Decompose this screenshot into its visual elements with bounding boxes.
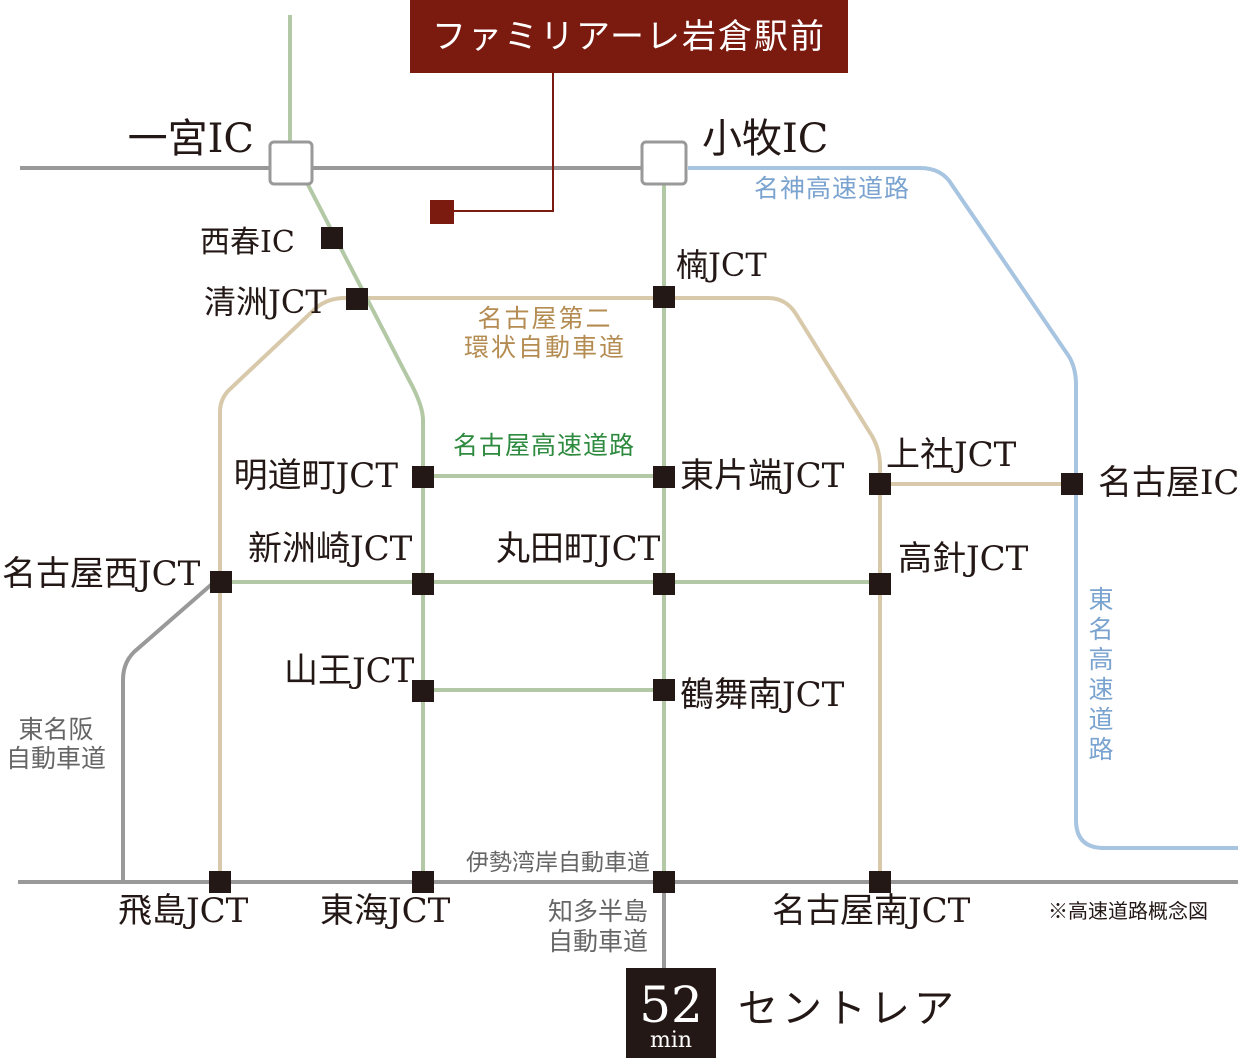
tomei-label-char-2: 名 <box>1088 615 1113 644</box>
kiyosu-jct-marker <box>346 288 368 310</box>
shinsuzaki-jct-marker <box>412 573 434 595</box>
nagoya-ic-marker <box>1061 473 1083 495</box>
property-title-box <box>410 0 848 73</box>
kamiyashiro-jct-marker <box>869 473 891 495</box>
marutamachi-jct-label: 丸田町JCT <box>496 529 661 569</box>
tobishima-jct-marker <box>209 871 231 893</box>
kiyosu-jct-label: 清洲JCT <box>204 283 327 321</box>
sanno-jct-marker <box>412 680 434 702</box>
komaki-ic-label: 小牧IC <box>702 116 828 162</box>
isewangan-chita-jct-marker <box>653 871 675 893</box>
tomei-label-char-1: 東 <box>1088 585 1113 614</box>
nagoya-second-ring-label-1: 名古屋第二 <box>477 304 612 333</box>
takabari-jct-label: 高針JCT <box>898 539 1029 579</box>
higashi-meihan-label-2: 自動車道 <box>6 744 106 773</box>
komaki-ic-marker <box>640 140 688 186</box>
isewangan-label: 伊勢湾岸自動車道 <box>466 850 650 876</box>
higashikatahata-jct-marker <box>653 466 675 488</box>
tokai-jct-label: 東海JCT <box>320 891 451 931</box>
nishiharu-ic-marker <box>321 227 343 249</box>
meidocho-jct-label: 明道町JCT <box>234 456 399 496</box>
property-title: ファミリアーレ岩倉駅前 <box>432 17 826 57</box>
ichinomiya-ic-label: 一宮IC <box>128 116 254 162</box>
nagoya-nishi-jct-label: 名古屋西JCT <box>2 554 201 594</box>
nagoya-expressway-west-line <box>288 15 425 882</box>
map-note: ※高速道路概念図 <box>1048 899 1208 923</box>
nagoya-second-ring-label-2: 環状自動車道 <box>464 333 626 362</box>
tomei-expressway-line <box>688 166 1238 850</box>
takabari-jct-marker <box>869 573 891 595</box>
meishin-label: 名神高速道路 <box>754 174 910 203</box>
tobishima-jct-label: 飛島JCT <box>118 891 249 931</box>
sanno-jct-label: 山王JCT <box>284 651 415 691</box>
meidocho-jct-marker <box>412 466 434 488</box>
higashi-meihan-line <box>121 582 214 882</box>
tomei-label: 東 名 高 速 道 路 <box>1088 585 1113 764</box>
nagoya-nishi-jct-marker <box>210 571 232 593</box>
kusunoki-jct-marker <box>653 286 675 308</box>
nagoya-ic-label: 名古屋IC <box>1098 463 1239 503</box>
tokai-jct-marker <box>412 871 434 893</box>
nagoya-minami-jct-marker <box>869 871 891 893</box>
property-marker <box>430 200 454 224</box>
travel-time-box <box>626 968 716 1058</box>
ichinomiya-ic-marker <box>268 140 314 186</box>
destination-name: セントレア <box>738 986 958 1032</box>
nagoya-minami-jct-label: 名古屋南JCT <box>772 891 971 931</box>
higashi-meihan-label-1: 東名阪 <box>18 715 93 744</box>
higashikatahata-jct-label: 東片端JCT <box>680 456 845 496</box>
shinsuzaki-jct-label: 新洲崎JCT <box>248 529 413 569</box>
nagoya-second-ring-line <box>218 296 882 882</box>
travel-time-value: 52 <box>639 976 703 1034</box>
tomei-label-char-3: 高 <box>1088 645 1113 674</box>
tomei-label-char-5: 道 <box>1088 705 1113 734</box>
property-leader-line <box>442 72 554 212</box>
chita-hanto-label-1: 知多半島 <box>548 897 648 926</box>
tomei-label-char-4: 速 <box>1088 675 1113 704</box>
kusunoki-jct-label: 楠JCT <box>676 246 767 284</box>
marutamachi-jct-marker <box>653 573 675 595</box>
nagoya-expressway-label: 名古屋高速道路 <box>453 431 635 460</box>
nishiharu-ic-label: 西春IC <box>200 225 295 260</box>
tomei-label-char-6: 路 <box>1088 735 1113 764</box>
chita-hanto-label-2: 自動車道 <box>548 927 648 956</box>
kamiyashiro-jct-label: 上社JCT <box>886 435 1017 475</box>
tsurumai-minami-jct-label: 鶴舞南JCT <box>680 675 845 715</box>
tsurumai-minami-jct-marker <box>653 679 675 701</box>
travel-time-unit: min <box>650 1028 692 1053</box>
